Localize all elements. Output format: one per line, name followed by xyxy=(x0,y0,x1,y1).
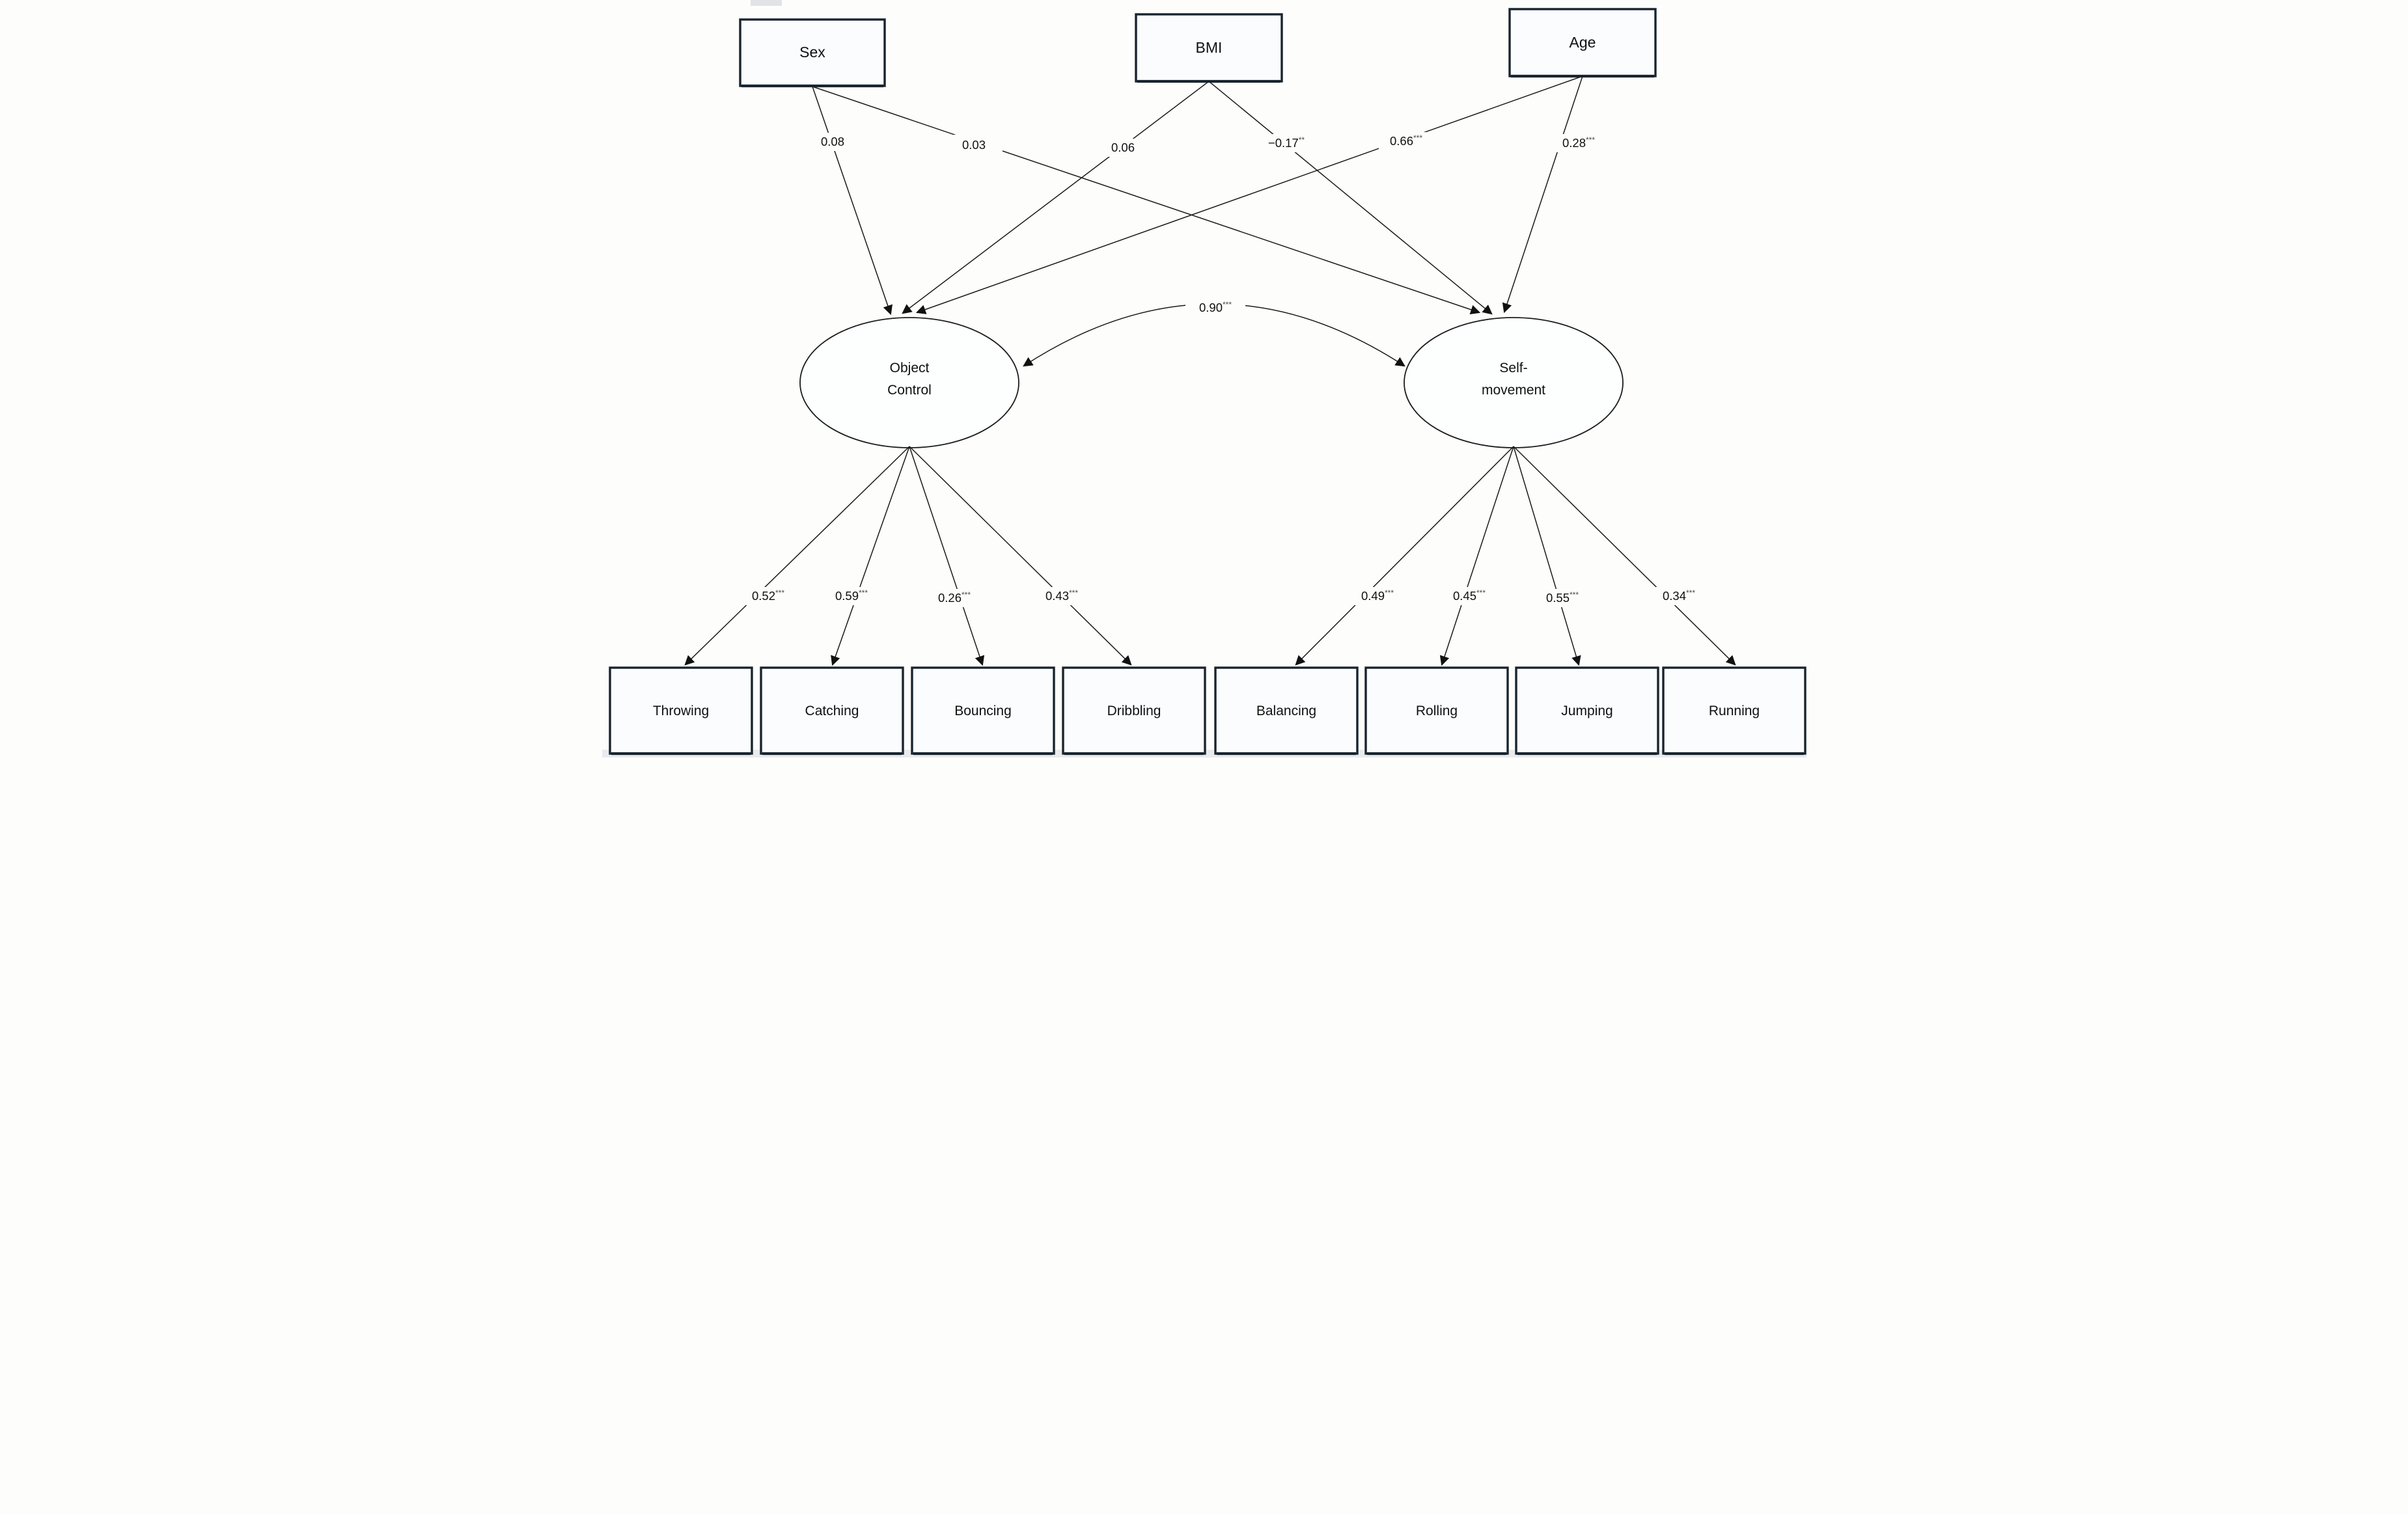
indicator-node-jumping: Jumping xyxy=(1514,666,1659,756)
exogenous-node-sex: Sex xyxy=(738,18,886,88)
sex-box-label: Sex xyxy=(799,44,825,61)
running-box-label: Running xyxy=(1708,703,1759,718)
indicator-node-throwing: Throwing xyxy=(608,666,753,756)
indicator-node-bouncing: Bouncing xyxy=(910,666,1055,756)
object-control-label-line1: Object xyxy=(889,361,929,375)
coef-sex-object-control: 0.08 xyxy=(820,135,844,148)
coef-bmi-object-control: 0.06 xyxy=(1111,141,1134,154)
scan-artifact-top xyxy=(750,0,782,6)
self-movement-label-line2: movement xyxy=(1481,383,1545,398)
arrow-age-to-object-control xyxy=(915,75,1583,314)
arrow-bmi-to-self-movement xyxy=(1208,81,1493,315)
bouncing-box-label: Bouncing xyxy=(954,703,1012,718)
regression-arrows xyxy=(811,75,1583,316)
throwing-box-label: Throwing xyxy=(652,703,708,718)
arrow-bmi-to-object-control xyxy=(901,81,1209,314)
arrow-age-to-self-movement xyxy=(1502,75,1583,314)
indicator-node-running: Running xyxy=(1661,666,1806,756)
coef-age-object-control: 0.66*** xyxy=(1389,133,1422,148)
arrow-object-control-to-throwing xyxy=(684,446,910,666)
figure-background xyxy=(602,0,1806,758)
coef-loading-running: 0.34*** xyxy=(1662,588,1695,603)
object-control-label-line2: Control xyxy=(887,383,932,398)
rolling-box-label: Rolling xyxy=(1415,703,1457,718)
arrow-self-movement-to-jumping xyxy=(1512,446,1581,666)
coef-covariance: 0.90*** xyxy=(1198,300,1231,314)
coef-bmi-self-movement: −0.17** xyxy=(1267,135,1304,150)
coef-age-self-movement: 0.28*** xyxy=(1562,135,1594,150)
sem-diagram-canvas: Sex BMI Age Object Control Self- movemen… xyxy=(602,0,1806,758)
sem-path-diagram: Sex BMI Age Object Control Self- movemen… xyxy=(602,0,1806,758)
exogenous-node-bmi: BMI xyxy=(1134,13,1283,83)
exogenous-node-age: Age xyxy=(1508,8,1657,78)
arrow-self-movement-to-balancing xyxy=(1294,446,1514,666)
coef-sex-self-movement: 0.03 xyxy=(962,138,985,152)
self-movement-label-line1: Self- xyxy=(1499,361,1527,375)
coef-loading-jumping: 0.55*** xyxy=(1545,590,1578,605)
indicator-node-rolling: Rolling xyxy=(1364,666,1509,756)
latent-node-self-movement: Self- movement xyxy=(1403,317,1624,448)
latent-node-object-control: Object Control xyxy=(799,317,1019,448)
arrow-object-control-to-catching xyxy=(830,446,910,666)
indicator-node-dribbling: Dribbling xyxy=(1061,666,1206,756)
loading-arrows xyxy=(684,446,1736,666)
indicator-node-balancing: Balancing xyxy=(1213,666,1359,756)
indicator-node-catching: Catching xyxy=(759,666,904,756)
coef-loading-throwing: 0.52*** xyxy=(751,588,784,603)
coef-loading-bouncing: 0.26*** xyxy=(937,590,970,605)
arrow-self-movement-to-running xyxy=(1512,446,1736,666)
coef-loading-dribbling: 0.43*** xyxy=(1045,588,1077,603)
coef-loading-rolling: 0.45*** xyxy=(1452,588,1485,603)
coef-loading-balancing: 0.49*** xyxy=(1361,588,1393,603)
path-coefficients: 0.08 0.03 0.06 −0.17** 0.66*** 0.28*** 0… xyxy=(740,132,1706,607)
balancing-box-label: Balancing xyxy=(1256,703,1316,718)
arrow-object-control-to-bouncing xyxy=(908,446,984,666)
jumping-box-label: Jumping xyxy=(1561,703,1612,718)
arrow-object-control-to-dribbling xyxy=(908,446,1132,666)
dribbling-box-label: Dribbling xyxy=(1107,703,1161,718)
arrow-self-movement-to-rolling xyxy=(1439,446,1514,666)
age-box-label: Age xyxy=(1569,34,1596,51)
arrow-sex-to-object-control xyxy=(811,86,893,316)
arrow-sex-to-self-movement xyxy=(812,86,1480,315)
catching-box-label: Catching xyxy=(805,703,859,718)
coef-loading-catching: 0.59*** xyxy=(835,588,867,603)
bmi-box-label: BMI xyxy=(1195,39,1222,56)
